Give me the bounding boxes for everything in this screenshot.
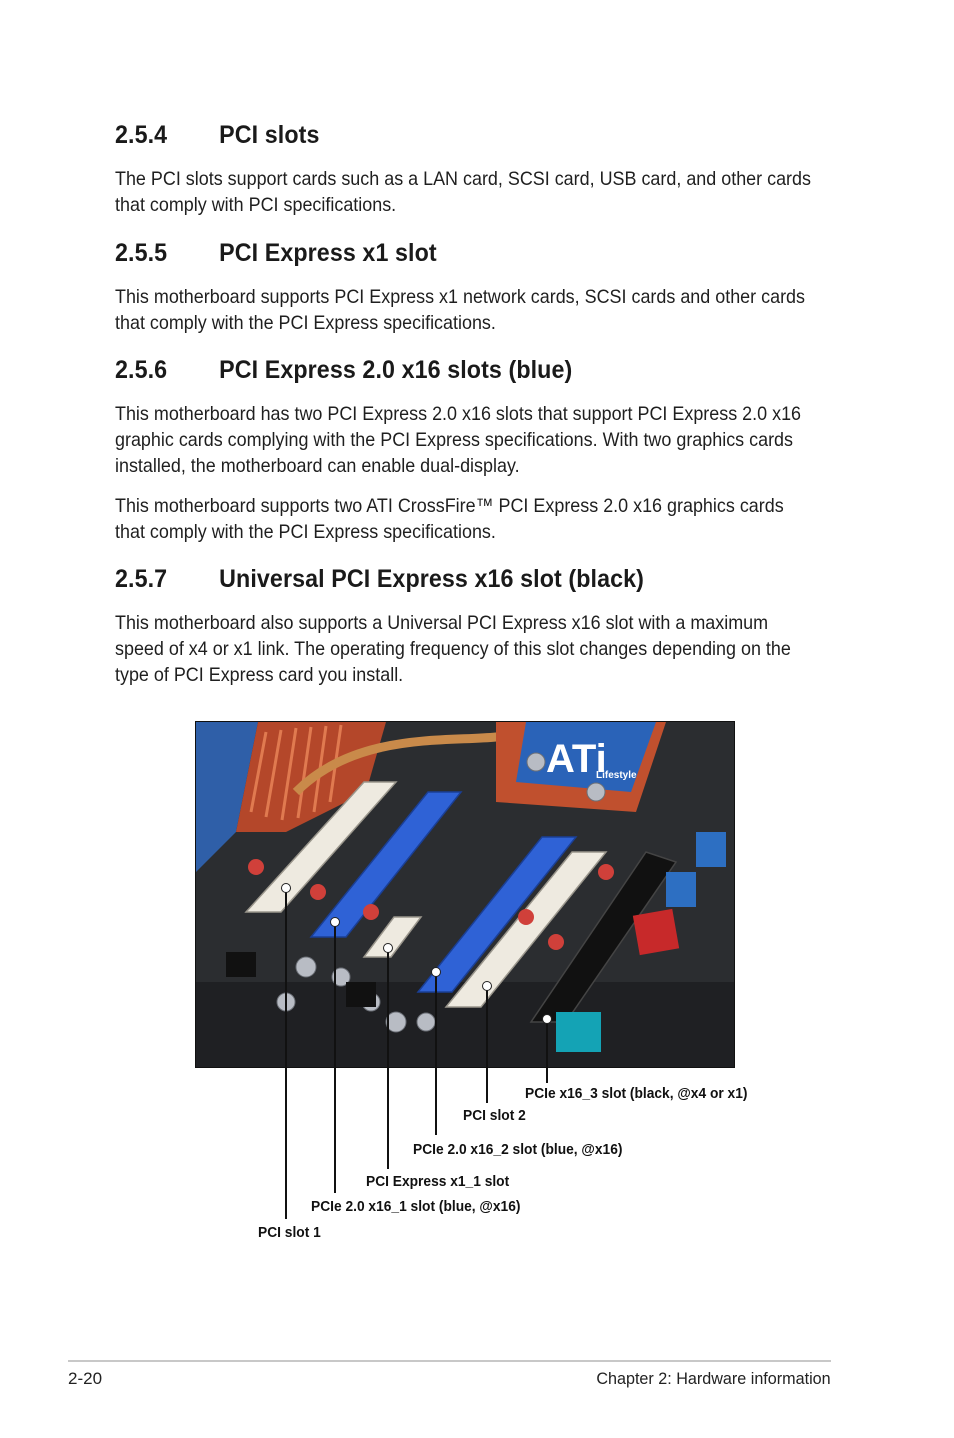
callout-pcie-x16-3: PCIe x16_3 slot (black, @x4 or x1) xyxy=(525,1086,748,1102)
leader-dot xyxy=(431,967,441,977)
section-heading-2-5-4: 2.5.4 PCI slots xyxy=(115,121,319,150)
callout-pci-slot-2: PCI slot 2 xyxy=(463,1108,526,1124)
footer-divider xyxy=(68,1360,831,1362)
section-number: 2.5.4 xyxy=(115,121,168,149)
section-heading-2-5-7: 2.5.7 Universal PCI Express x16 slot (bla… xyxy=(115,565,644,594)
motherboard-expansion-slots-photo: ATi Lifestyle xyxy=(195,721,735,1068)
section-heading-2-5-5: 2.5.5 PCI Express x1 slot xyxy=(115,239,437,268)
leader-line-pci-slot-1 xyxy=(285,887,287,1219)
section-heading-2-5-6: 2.5.6 PCI Express 2.0 x16 slots (blue) xyxy=(115,356,572,385)
leader-dot xyxy=(542,1014,552,1024)
paragraph: This motherboard also supports a Univers… xyxy=(115,612,791,686)
leader-line-pcie-x16-1 xyxy=(334,921,336,1193)
section-title: PCI Express x1 slot xyxy=(219,239,437,267)
section-title: Universal PCI Express x16 slot (black) xyxy=(219,565,644,593)
leader-line-pcie-x1-1 xyxy=(387,947,389,1169)
page-number: 2-20 xyxy=(68,1369,103,1388)
callout-pci-slot-1: PCI slot 1 xyxy=(258,1225,321,1241)
leader-dot xyxy=(482,981,492,991)
section-title: PCI slots xyxy=(219,121,320,149)
callout-pcie-x16-2: PCIe 2.0 x16_2 slot (blue, @x16) xyxy=(413,1142,623,1158)
section-number: 2.5.5 xyxy=(115,239,168,267)
section-number: 2.5.7 xyxy=(115,565,168,593)
callout-pcie-x1-1: PCI Express x1_1 slot xyxy=(366,1174,510,1190)
paragraph: The PCI slots support cards such as a LA… xyxy=(115,168,811,216)
paragraph: This motherboard supports PCI Express x1… xyxy=(115,286,805,334)
section-title: PCI Express 2.0 x16 slots (blue) xyxy=(219,356,573,384)
leader-line-pcie-x16-3 xyxy=(546,1018,548,1083)
section-number: 2.5.6 xyxy=(115,356,168,384)
paragraph: This motherboard supports two ATI CrossF… xyxy=(115,495,784,543)
leader-dot xyxy=(330,917,340,927)
callout-pcie-x16-1: PCIe 2.0 x16_1 slot (blue, @x16) xyxy=(311,1199,521,1215)
leader-dot xyxy=(383,943,393,953)
leader-line-pcie-x16-2 xyxy=(435,971,437,1135)
ati-logo: ATi xyxy=(546,737,607,781)
paragraph: This motherboard has two PCI Express 2.0… xyxy=(115,403,802,477)
leader-line-pci-slot-2 xyxy=(486,985,488,1103)
ati-logo-subtext: Lifestyle xyxy=(596,770,637,781)
motherboard-illustration: ATi Lifestyle xyxy=(196,722,734,1067)
chapter-title: Chapter 2: Hardware information xyxy=(596,1369,831,1388)
leader-dot xyxy=(281,883,291,893)
